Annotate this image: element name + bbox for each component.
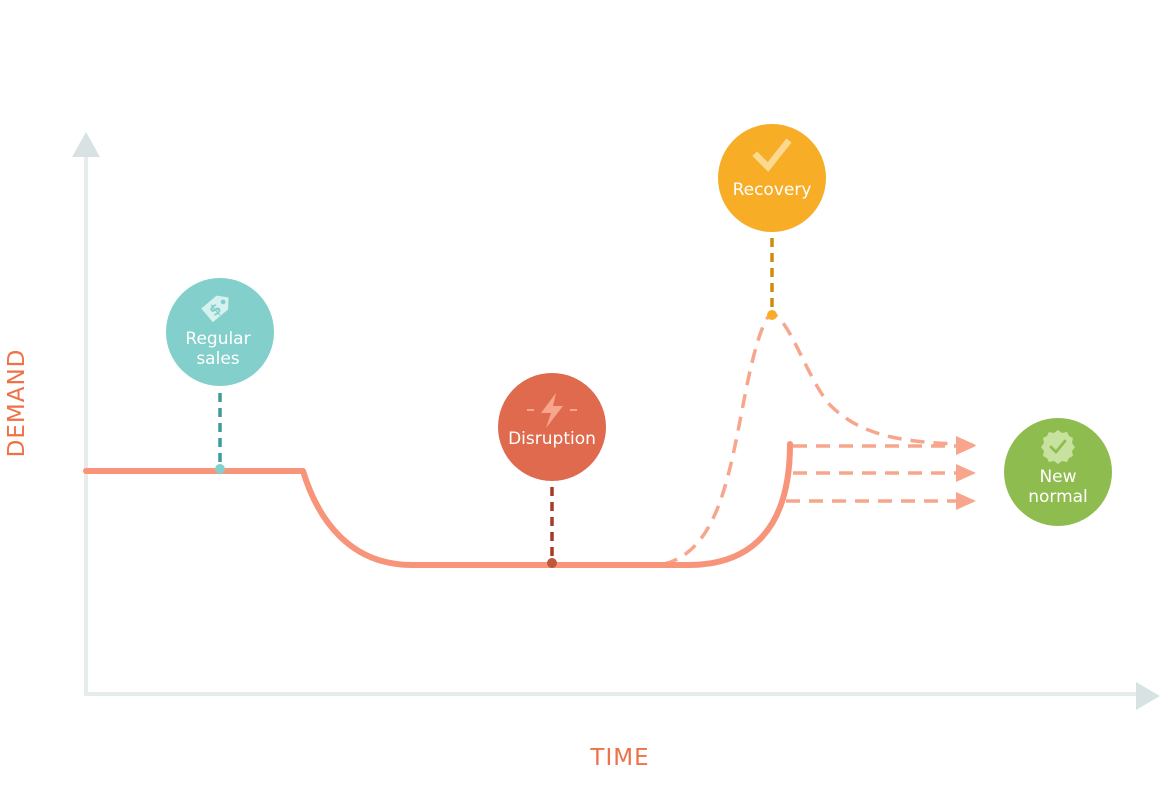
disruption-label: Disruption [508,429,596,449]
disruption-point [547,558,557,568]
lightning-bolt-icon [527,393,577,428]
x-axis-arrow-icon [1136,682,1160,710]
demand-line [83,441,793,568]
disruption-node: Disruption [498,373,606,481]
regular-sales-circle [166,278,274,386]
arrowheads [956,436,976,510]
recovery-label: Recovery [733,180,812,200]
arrowhead-middle-icon [956,464,976,482]
new-normal-node: New normal [1004,418,1112,526]
axes [72,132,1160,710]
y-axis-label: DEMAND [4,349,30,458]
new-normal-circle [1004,418,1112,526]
x-axis-label: TIME [589,745,649,771]
verified-badge-icon [1041,430,1075,464]
regular-sales-point [215,464,225,474]
recovery-circle [718,124,826,232]
new-normal-label-line2: normal [1028,487,1088,507]
regular-sales-label-line1: Regular [185,329,250,349]
peak-recovery-curve [663,312,959,566]
arrowhead-bottom-icon [956,492,976,510]
checkmark-icon [752,138,792,172]
recovery-point [767,310,777,320]
new-normal-label-line1: New [1039,467,1076,487]
recovery-node: Recovery [718,124,826,232]
disruption-circle [498,373,606,481]
y-axis-arrow-icon [72,132,100,157]
dashed-outcomes [663,312,959,566]
regular-sales-node: $ Regular sales [166,278,274,386]
regular-sales-label-line2: sales [196,349,239,369]
price-tag-dollar-icon: $ [201,295,229,323]
arrowhead-top-icon [956,437,976,455]
